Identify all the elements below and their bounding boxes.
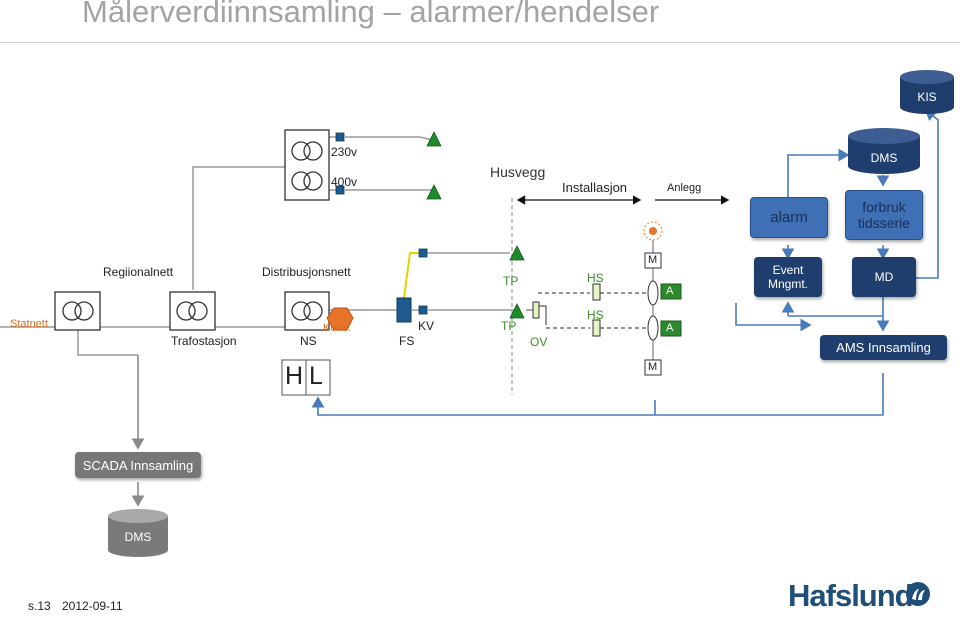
scada-innsamling-label: SCADA Innsamling — [82, 457, 194, 473]
m-bottom-label: M — [648, 361, 658, 373]
a-bottom-label: A — [666, 322, 674, 334]
dms-bottom-label: DMS — [124, 530, 152, 544]
husvegg-label: Husvegg — [490, 164, 546, 180]
kv-label: KV — [418, 319, 435, 333]
system-lines — [311, 108, 939, 416]
hafslund-logo: Hafslund — [788, 578, 914, 613]
md-box[interactable]: MD — [852, 257, 916, 297]
m-box-bottom — [644, 359, 662, 376]
ov-label: OV — [530, 335, 548, 349]
regionalnett-label: Regiionalnett — [103, 265, 174, 279]
v400-label: 400v — [331, 175, 358, 189]
trafostasjon-label: Trafostasjon — [171, 334, 237, 348]
slide-date: 2012-09-11 — [62, 599, 123, 613]
ams-innsamling-box[interactable]: AMS Innsamling — [820, 335, 947, 360]
green-triangles — [426, 131, 525, 319]
transformer-230-400 — [284, 129, 330, 201]
kis-database-shape — [900, 70, 954, 114]
transformer-ns — [284, 291, 330, 331]
event-mngmt-box[interactable]: Event Mngmt. — [754, 257, 822, 297]
installasjon-label: Installasjon — [562, 180, 628, 195]
h-label: H — [285, 362, 304, 390]
page-title: Målerverdiinnsamling – alarmer/hendelser — [82, 0, 660, 29]
kis-label: KIS — [917, 90, 937, 104]
m-top-label: M — [648, 254, 658, 266]
v230-label: 230v — [331, 145, 358, 159]
anlegg-label: Anlegg — [667, 182, 702, 194]
sensor-ring — [643, 221, 663, 241]
statnett-label: Statnett — [10, 318, 48, 330]
ov-bracket — [539, 305, 547, 325]
ov-fuses — [532, 283, 601, 337]
transformer-statnett — [54, 291, 101, 331]
alarm-box[interactable]: alarm — [750, 197, 828, 238]
ams-innsamling-label: AMS Innsamling — [836, 340, 931, 355]
kis-database: KIS — [900, 84, 954, 110]
hs-top-label: HS — [587, 271, 604, 285]
distribusjonsnett-label: Distribusjonsnett — [262, 265, 351, 279]
m-box-top — [644, 252, 662, 269]
title-divider — [0, 42, 960, 43]
event-mngmt-label: Event Mngmt. — [767, 263, 808, 291]
md-label: MD — [874, 270, 894, 284]
dms-bottom-database-shape — [108, 509, 168, 557]
dms-top-label: DMS — [870, 151, 898, 165]
tp-top-label: TP — [503, 274, 519, 288]
fs-cabinet — [396, 297, 412, 323]
meter-symbol-top — [647, 280, 659, 306]
hs-dashed-links — [538, 292, 648, 329]
fs-label: FS — [399, 334, 415, 348]
tp-bottom-label: TP — [501, 319, 517, 333]
meter-symbol-bottom — [647, 315, 659, 341]
slide-number: s.13 — [28, 599, 51, 613]
a-box-bottom — [660, 320, 682, 337]
forbruk-box[interactable]: forbruk tidsserie — [845, 190, 923, 240]
yellow-feeder-line — [403, 252, 420, 299]
hafslund-logo-mark-icon — [906, 582, 930, 606]
dms-bottom-database: DMS — [108, 526, 168, 548]
hs-bottom-label: HS — [587, 308, 604, 322]
dms-top-database: DMS — [848, 146, 920, 170]
alarm-label: alarm — [770, 209, 808, 226]
a-box-top — [660, 283, 682, 300]
transformer-trafostasjon — [169, 291, 216, 331]
ns-label: NS — [300, 334, 317, 348]
a-top-label: A — [666, 285, 674, 297]
kons-label: Kons. — [323, 322, 352, 334]
l-label: L — [309, 362, 323, 390]
forbruk-label: forbruk tidsserie — [857, 199, 911, 231]
sensor-dot — [649, 227, 657, 235]
dms-top-database-shape — [848, 128, 920, 174]
kons-hexagon — [326, 307, 354, 331]
scada-innsamling-box[interactable]: SCADA Innsamling — [75, 452, 201, 478]
connector-squares — [335, 132, 428, 315]
